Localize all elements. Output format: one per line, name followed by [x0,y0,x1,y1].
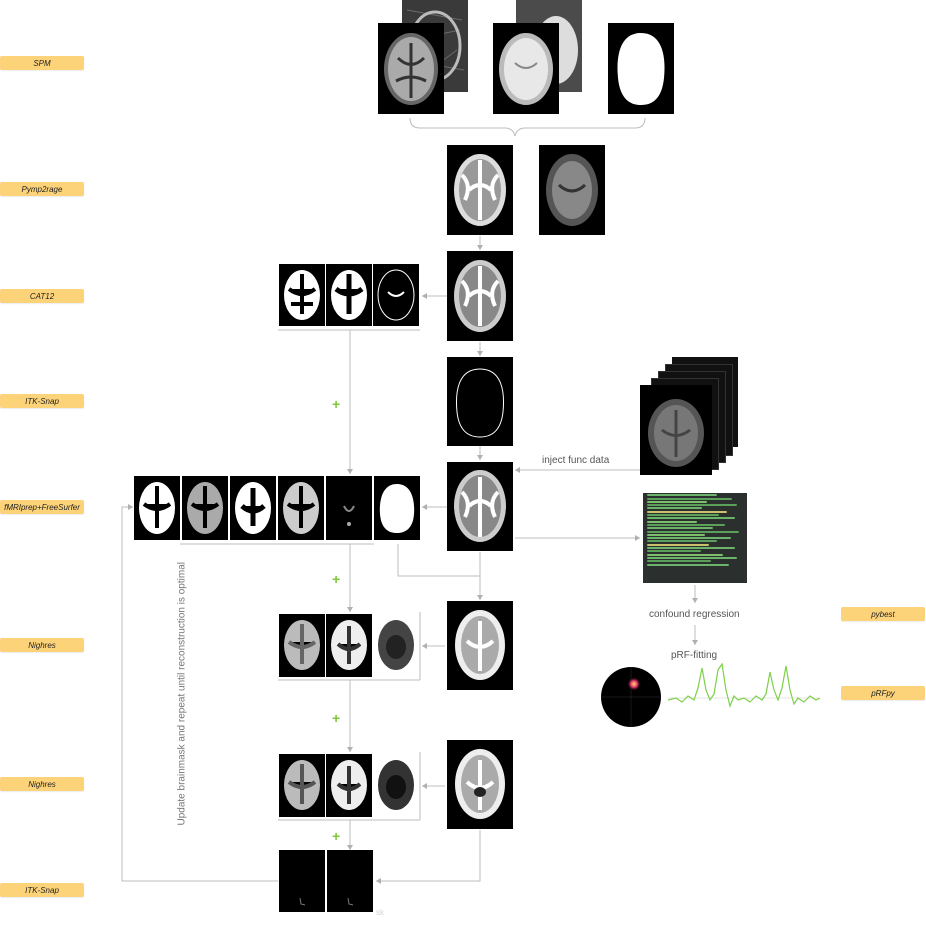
pymp2rage-t1map-image [539,145,605,235]
nighres-output-image [447,740,513,829]
tag-prfpy: pRFpy [841,686,925,700]
inject-func-data-label: inject func data [542,455,610,466]
tag-pybest: pybest [841,607,925,621]
fmriprep-segmentation-image [230,476,276,540]
nighres-segmentation-image [279,614,325,677]
cat12-segmentation-image [279,264,325,326]
update-brainmask-label: Update brainmask and repeat until recons… [176,562,188,826]
prf-visual-field-icon [601,667,661,727]
spm-mp2rage-image [378,23,444,114]
prf-fitting-label: pRF-fitting [671,650,718,661]
tag-pymp2rage: Pymp2rage [0,182,84,196]
code-screenshot [643,493,747,583]
spm-inv2-image [493,23,559,114]
nighres-probability-image [373,754,419,817]
tag-nighres: Nighres [0,638,84,652]
nighres-segmentation-image [326,614,372,677]
nighres-segmentation-image [326,754,372,817]
prf-timecourse-signal [668,662,820,708]
spm-brainmask-image [608,23,674,114]
confound-regression-label: confound regression [649,609,740,620]
tag-fmriprep-freesurfer: fMRIprep+FreeSurfer [0,500,84,514]
tag-cat12: CAT12 [0,289,84,303]
func-volume-image [640,385,712,475]
itksnap-outline-image [447,357,513,446]
fmriprep-segmentation-image [182,476,228,540]
fmriprep-input-image [447,462,513,551]
tag-itksnap: ITK-Snap [0,394,84,408]
plus-sign: + [332,396,341,412]
plus-sign: + [332,710,341,726]
tag-spm: SPM [0,56,84,70]
cat12-segmentation-image [373,264,419,326]
pymp2rage-t1w-image [447,145,513,235]
nighres-segmentation-image [279,754,325,817]
nighres-output-image [447,601,513,690]
cat12-input-image [447,251,513,341]
nighres-probability-image [373,614,419,677]
plus-sign: + [332,828,341,844]
itksnap-mask-image [279,850,325,912]
fmriprep-brainmask-image [374,476,420,540]
plus-sign: + [332,571,341,587]
faded-text: sk [376,908,384,917]
cat12-segmentation-image [326,264,372,326]
tag-nighres: Nighres [0,777,84,791]
tag-itksnap: ITK-Snap [0,883,84,897]
fmriprep-segmentation-image [326,476,372,540]
fmriprep-segmentation-image [278,476,324,540]
fmriprep-segmentation-image [134,476,180,540]
itksnap-mask-image [327,850,373,912]
